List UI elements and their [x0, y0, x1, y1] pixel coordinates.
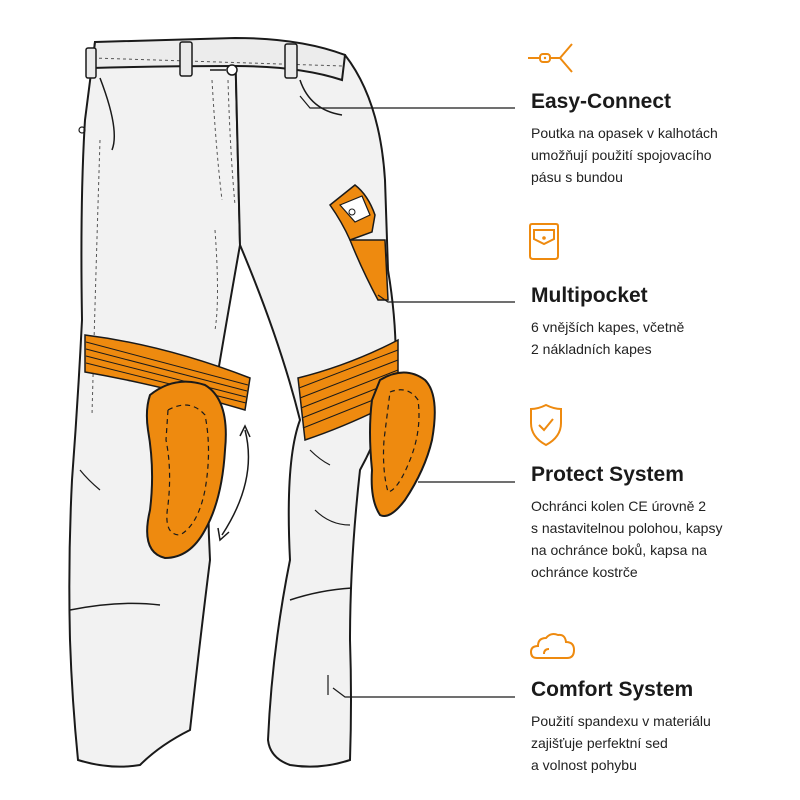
waistband	[90, 36, 347, 82]
feature-desc-easy-connect: Poutka na opasek v kalhotách umožňují po…	[531, 122, 718, 188]
knee-protector-left	[145, 380, 227, 560]
adjust-arrow-icon	[217, 424, 251, 542]
feature-desc-comfort-system: Použití spandexu v materiálu zajišťuje p…	[531, 710, 711, 776]
feature-title-comfort-system: Comfort System	[531, 678, 694, 701]
feature-title-protect-system: Protect System	[531, 463, 684, 486]
knee-protector-right	[369, 371, 436, 517]
pocket-icon	[529, 223, 559, 260]
desc-line: Ochránci kolen CE úrovně 2	[531, 498, 707, 514]
waist-button	[226, 64, 238, 76]
desc-line: umožňují použití spojovacího	[531, 147, 712, 163]
desc-line: 6 vnějších kapes, včetně	[531, 319, 685, 335]
knee-stretch-band-right	[297, 338, 399, 442]
callout-lines	[299, 95, 515, 698]
desc-line: a volnost pohybu	[531, 757, 637, 773]
desc-line: Poutka na opasek v kalhotách	[531, 125, 718, 141]
desc-line: s nastavitelnou polohou, kapsy	[531, 520, 723, 536]
callout-line-multipocket	[377, 294, 515, 303]
desc-line: 2 nákladních kapes	[531, 341, 652, 357]
shield-check-icon	[530, 403, 562, 447]
belt-loop	[284, 43, 298, 79]
belt-loop-connector-icon	[528, 43, 573, 73]
cloud-icon	[529, 633, 576, 659]
feature-desc-protect-system: Ochránci kolen CE úrovně 2 s nastaviteln…	[531, 495, 722, 583]
desc-line: Použití spandexu v materiálu	[531, 713, 711, 729]
feature-title-easy-connect: Easy-Connect	[531, 90, 672, 113]
belt-loop	[85, 47, 97, 79]
desc-line: pásu s bundou	[531, 169, 623, 185]
belt-loop	[179, 41, 193, 77]
desc-line: na ochránce boků, kapsa na	[531, 542, 707, 558]
callout-line-easy-connect	[299, 95, 515, 109]
desc-line: zajišťuje perfektní sed	[531, 735, 668, 751]
desc-line: ochránce kostrče	[531, 564, 638, 580]
feature-title-multipocket: Multipocket	[531, 284, 648, 307]
feature-desc-multipocket: 6 vnějších kapes, včetně 2 nákladních ka…	[531, 316, 684, 360]
callout-line-comfort-system	[332, 687, 515, 698]
